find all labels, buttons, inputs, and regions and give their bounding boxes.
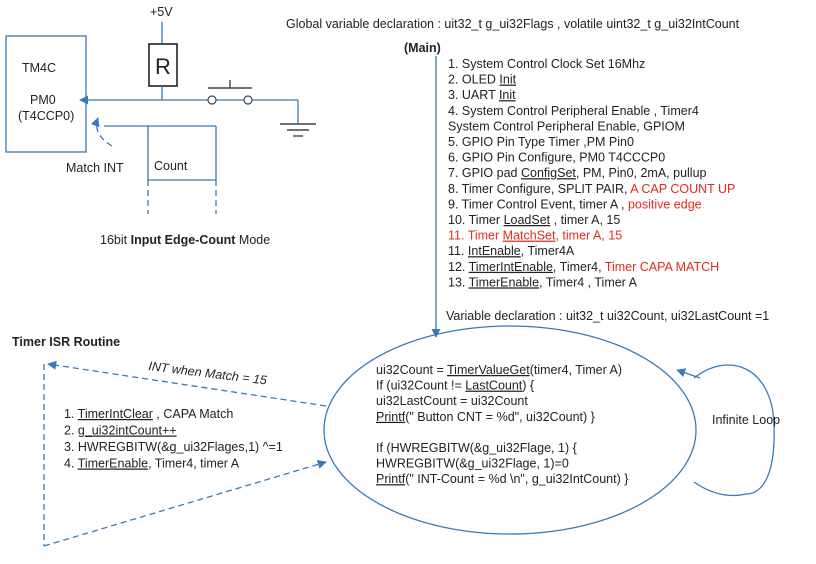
main-title: (Main) — [404, 41, 441, 55]
switch-contact-right — [243, 95, 253, 105]
resistor-label: R — [155, 54, 171, 79]
main-step: 12. TimerIntEnable, Timer4, Timer CAPA M… — [448, 260, 719, 274]
isr-steps: 1. TimerIntClear , CAPA Match 2. g_ui32in… — [64, 407, 283, 471]
main-step: 6. GPIO Pin Configure, PM0 T4CCCP0 — [448, 151, 665, 165]
match-int-arrow — [90, 117, 113, 147]
loop-code-line: ui32Count = TimerValueGet(timer4, Timer … — [376, 363, 622, 377]
loop-code-line: Printf(" Button CNT = %d", ui32Count) } — [376, 410, 595, 424]
mode-caption: 16bit Input Edge-Count Mode — [100, 233, 270, 247]
isr-step: 4. TimerEnable, Timer4, timer A — [64, 457, 240, 471]
main-step: 9. Timer Control Event, timer A , positi… — [448, 197, 702, 211]
isr-return-arrow — [43, 459, 327, 547]
loop-code-line: If (ui32Count != LastCount) { — [376, 379, 534, 393]
infinite-loop-label: Infinite Loop — [712, 413, 780, 427]
count-label: Count — [154, 159, 188, 173]
match-int-label: Match INT — [66, 161, 124, 175]
loop-arc-upper — [693, 364, 775, 495]
loop-code: ui32Count = TimerValueGet(timer4, Timer … — [376, 363, 628, 486]
global-declaration: Global variable declaration : uit32_t g_… — [286, 17, 740, 31]
loop-arc-join — [693, 481, 747, 497]
mcu-name: TM4C — [22, 61, 56, 75]
supply-label: +5V — [150, 5, 173, 19]
main-step: 5. GPIO Pin Type Timer ,PM Pin0 — [448, 135, 634, 149]
main-step: System Control Peripheral Enable, GPIOM — [448, 119, 685, 133]
main-step: 13. TimerEnable, Timer4 , Timer A — [448, 275, 638, 289]
main-step: 4. System Control Peripheral Enable , Ti… — [448, 104, 699, 118]
pin-label: PM0 — [30, 93, 56, 107]
mode-suffix: Mode — [235, 233, 270, 247]
isr-title: Timer ISR Routine — [12, 335, 120, 349]
main-step: 3. UART Init — [448, 88, 516, 102]
main-loop-ellipse — [323, 325, 697, 535]
resistor-box — [148, 43, 178, 87]
isr-step: 3. HWREGBITW(&g_ui32Flages,1) ^=1 — [64, 440, 283, 454]
mcu-box — [5, 35, 87, 153]
int-arrow — [47, 360, 327, 407]
loop-code-line: ui32LastCount = ui32Count — [376, 394, 528, 408]
isr-step: 1. TimerIntClear , CAPA Match — [64, 407, 233, 421]
pin-function-label: (T4CCP0) — [18, 109, 74, 123]
switch-contact-left — [207, 95, 217, 105]
loop-code-line: Printf(" INT-Count = %d \n", g_ui32IntCo… — [376, 472, 628, 486]
main-step: 10. Timer LoadSet , timer A, 15 — [448, 213, 620, 227]
mode-bold: Input Edge-Count — [131, 233, 237, 247]
isr-step: 2. g_ui32intCount++ — [64, 424, 177, 438]
main-step: 2. OLED Init — [448, 73, 517, 87]
loop-code-line: If (HWREGBITW(&g_ui32Flage, 1) { — [376, 441, 577, 455]
mode-prefix: 16bit — [100, 233, 131, 247]
main-step: 1. System Control Clock Set 16Mhz — [448, 57, 645, 71]
loop-code-line: HWREGBITW(&g_ui32Flage, 1)=0 — [376, 457, 569, 471]
main-step: 11. IntEnable, Timer4A — [448, 244, 575, 258]
int-when-match-label: INT when Match = 15 — [148, 359, 268, 387]
variable-declaration: Variable declaration : uit32_t ui32Count… — [446, 309, 769, 323]
main-steps: 1. System Control Clock Set 16Mhz 2. OLED… — [448, 57, 735, 289]
main-step: 7. GPIO pad ConfigSet, PM, Pin0, 2mA, pu… — [448, 166, 707, 180]
main-step: 8. Timer Configure, SPLIT PAIR, A CAP CO… — [448, 182, 735, 196]
loop-arrow-head — [676, 368, 701, 379]
circuit: TM4C PM0 (T4CCP0) +5V R Match INT Count … — [5, 5, 316, 247]
main-step: 11. Timer MatchSet, timer A, 15 — [448, 229, 622, 243]
